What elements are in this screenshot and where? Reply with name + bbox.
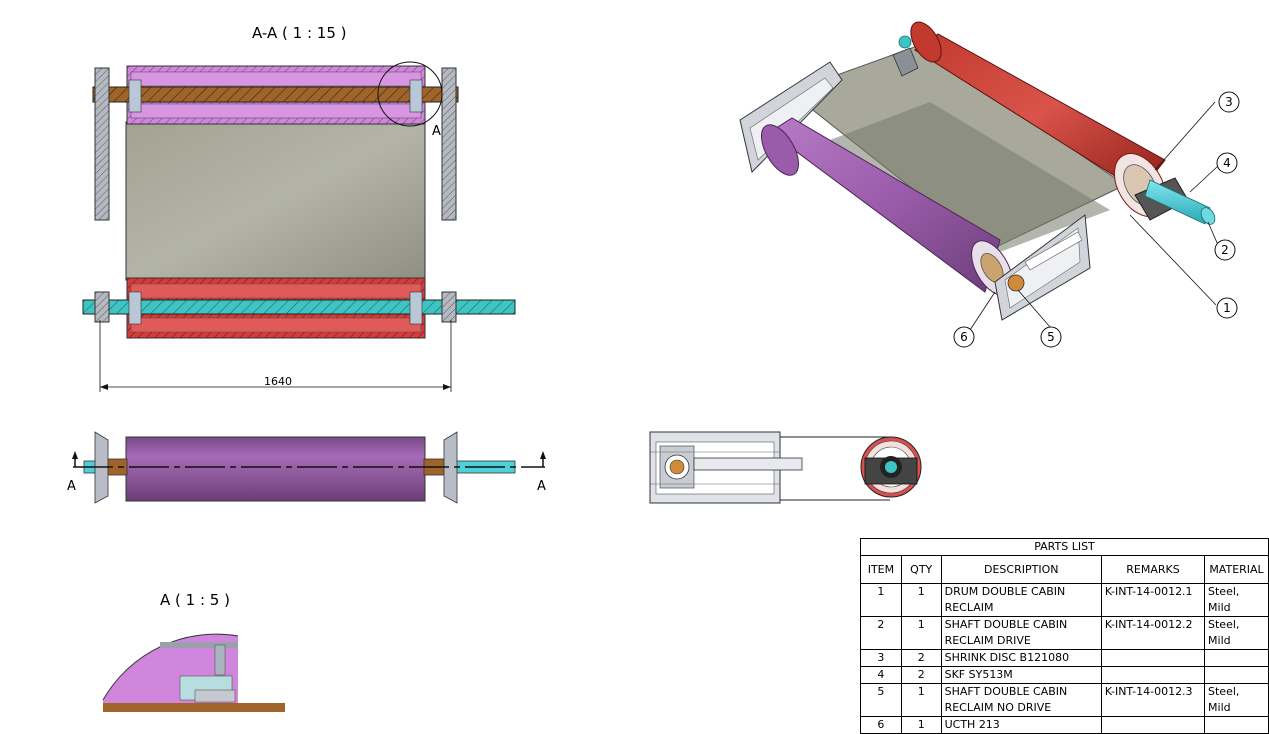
- col-header-remarks: REMARKS: [1100, 555, 1206, 584]
- cell-qty: 1: [900, 583, 942, 617]
- parts-list-table: PARTS LIST ITEM QTY DESCRIPTION REMARKS …: [860, 538, 1269, 734]
- cell-remarks: K-INT-14-0012.2: [1100, 616, 1206, 650]
- balloon-6: [953, 326, 975, 348]
- col-header-qty: QTY: [900, 555, 942, 584]
- cell-description: SHAFT DOUBLE CABIN RECLAIM NO DRIVE: [940, 683, 1102, 717]
- cell-remarks: [1100, 649, 1206, 667]
- cell-material: [1204, 649, 1269, 667]
- cell-remarks: K-INT-14-0012.3: [1100, 683, 1206, 717]
- balloon-4: [1216, 152, 1238, 174]
- side-view: [72, 431, 546, 504]
- cut-label-right: A: [537, 479, 546, 494]
- cell-remarks: K-INT-14-0012.1: [1100, 583, 1206, 617]
- cell-description: UCTH 213: [940, 716, 1102, 734]
- cell-description: SHAFT DOUBLE CABIN RECLAIM DRIVE: [940, 616, 1102, 650]
- col-header-material: MATERIAL: [1204, 555, 1269, 584]
- cell-item: 6: [860, 716, 902, 734]
- balloon-label: 2: [1221, 243, 1229, 257]
- cell-material: Steel, Mild: [1204, 616, 1269, 650]
- col-header-description: DESCRIPTION: [940, 555, 1102, 584]
- cell-item: 2: [860, 616, 902, 650]
- cell-item: 5: [860, 683, 902, 717]
- cell-remarks: [1100, 716, 1206, 734]
- cell-qty: 1: [900, 716, 942, 734]
- cell-material: [1204, 666, 1269, 684]
- parts-list-title: PARTS LIST: [860, 538, 1269, 556]
- balloon-label: 1: [1223, 301, 1231, 315]
- cell-description: SKF SY513M: [940, 666, 1102, 684]
- cell-description: DRUM DOUBLE CABIN RECLAIM: [940, 583, 1102, 617]
- balloon-label: 5: [1047, 330, 1055, 344]
- balloon-3: [1218, 91, 1240, 113]
- col-header-item: ITEM: [860, 555, 902, 584]
- cell-item: 4: [860, 666, 902, 684]
- cell-qty: 1: [900, 616, 942, 650]
- balloon-label: 6: [960, 330, 968, 344]
- cell-material: Steel, Mild: [1204, 683, 1269, 717]
- balloon-label: 3: [1225, 95, 1233, 109]
- cell-item: 1: [860, 583, 902, 617]
- cell-material: [1204, 716, 1269, 734]
- detail-view-title: A ( 1 : 5 ): [160, 591, 230, 609]
- dimension-label: 1640: [264, 375, 292, 388]
- cell-qty: 2: [900, 649, 942, 667]
- section-marker: A: [432, 124, 441, 139]
- balloon-2: [1214, 239, 1236, 261]
- section-view-a-a: [82, 61, 516, 392]
- balloon-5: [1040, 326, 1062, 348]
- isometric-view: 1 2 3 4 5 6: [739, 21, 1240, 348]
- cell-description: SHRINK DISC B121080: [940, 649, 1102, 667]
- section-view-title: A-A ( 1 : 15 ): [252, 24, 347, 42]
- cell-item: 3: [860, 649, 902, 667]
- detail-view-a: [102, 633, 285, 712]
- balloon-label: 4: [1223, 156, 1231, 170]
- top-view: [649, 431, 922, 504]
- balloon-1: [1216, 297, 1238, 319]
- cut-label-left: A: [67, 479, 76, 494]
- cell-qty: 2: [900, 666, 942, 684]
- cell-remarks: [1100, 666, 1206, 684]
- cell-material: Steel, Mild: [1204, 583, 1269, 617]
